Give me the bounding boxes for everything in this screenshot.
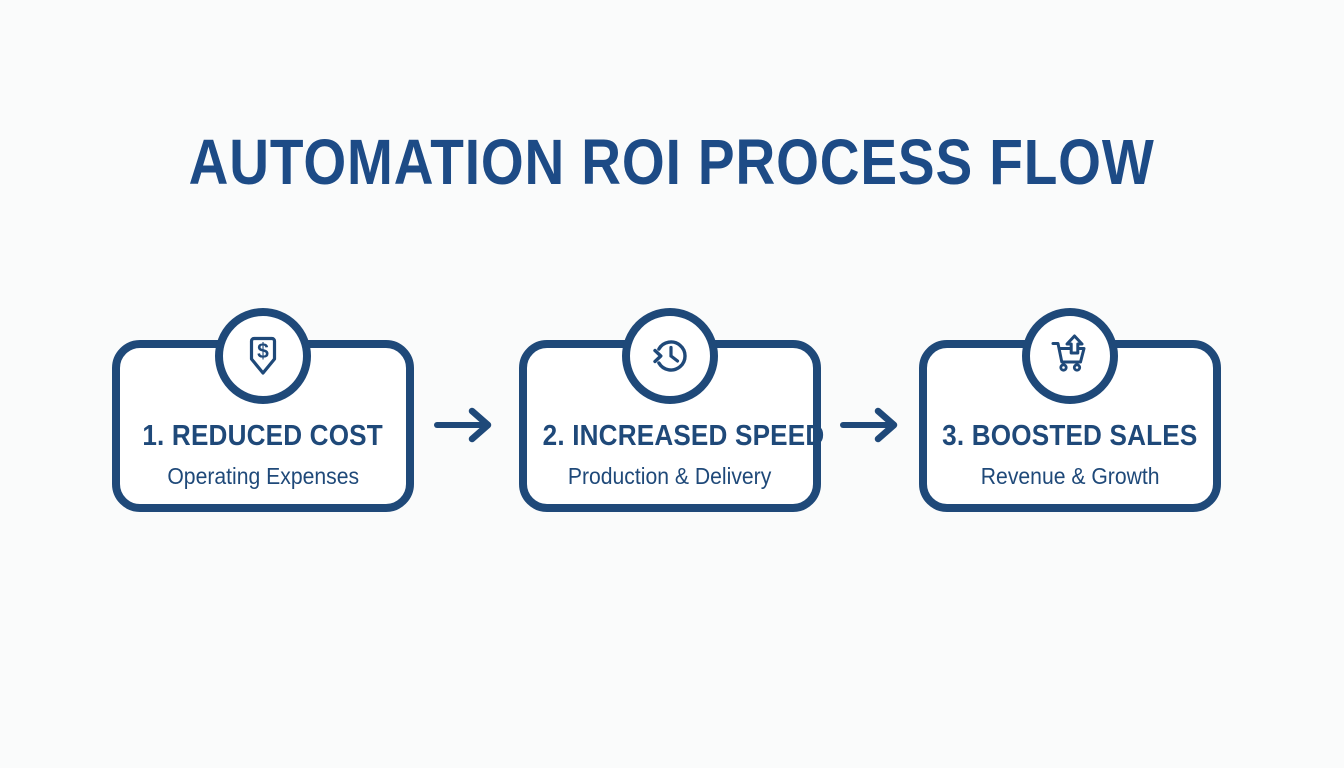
step-1-text: 1. REDUCED COST Operating Expenses [120, 420, 406, 494]
step-3-title: 3. BOOSTED SALES [942, 420, 1198, 452]
step-3-subtitle: Revenue & Growth [980, 463, 1160, 489]
step-title: 2. INCREASED SPEED [527, 420, 825, 457]
step-subtitle: Production & Delivery [527, 462, 813, 494]
step-1-subtitle: Operating Expenses [167, 463, 359, 489]
arrow-right-icon [840, 407, 898, 443]
step-2-title: 2. INCREASED SPEED [542, 420, 825, 452]
step-reduced-cost: $ 1. REDUCED COST Operating Expenses [112, 308, 414, 512]
step-increased-speed: 2. INCREASED SPEED Production & Delivery [519, 308, 825, 512]
step-1-icon-badge: $ [215, 308, 311, 404]
cart-up-arrow-icon [1051, 334, 1086, 372]
step-2-subtitle: Production & Delivery [568, 463, 772, 489]
step-subtitle: Revenue & Growth [927, 462, 1213, 494]
step-3-icon-badge [1022, 308, 1118, 404]
step-2-text: 2. INCREASED SPEED Production & Delivery [527, 420, 825, 494]
step-boosted-sales: 3. BOOSTED SALES Revenue & Growth [919, 308, 1221, 512]
step-2-icon-badge [622, 308, 718, 404]
step-subtitle: Operating Expenses [120, 462, 406, 494]
step-title: 1. REDUCED COST [120, 420, 406, 457]
arrow-right-icon [434, 407, 492, 443]
dollar-glyph: $ [257, 340, 269, 363]
dollar-shield-icon: $ [249, 336, 277, 375]
page-title-text: AUTOMATION ROI PROCESS FLOW [188, 126, 1156, 198]
clock-speed-icon [653, 340, 687, 372]
step-1-title: 1. REDUCED COST [142, 420, 384, 452]
step-title: 3. BOOSTED SALES [927, 420, 1213, 457]
page-title: AUTOMATION ROI PROCESS FLOW [0, 130, 1344, 194]
step-3-text: 3. BOOSTED SALES Revenue & Growth [927, 420, 1213, 494]
